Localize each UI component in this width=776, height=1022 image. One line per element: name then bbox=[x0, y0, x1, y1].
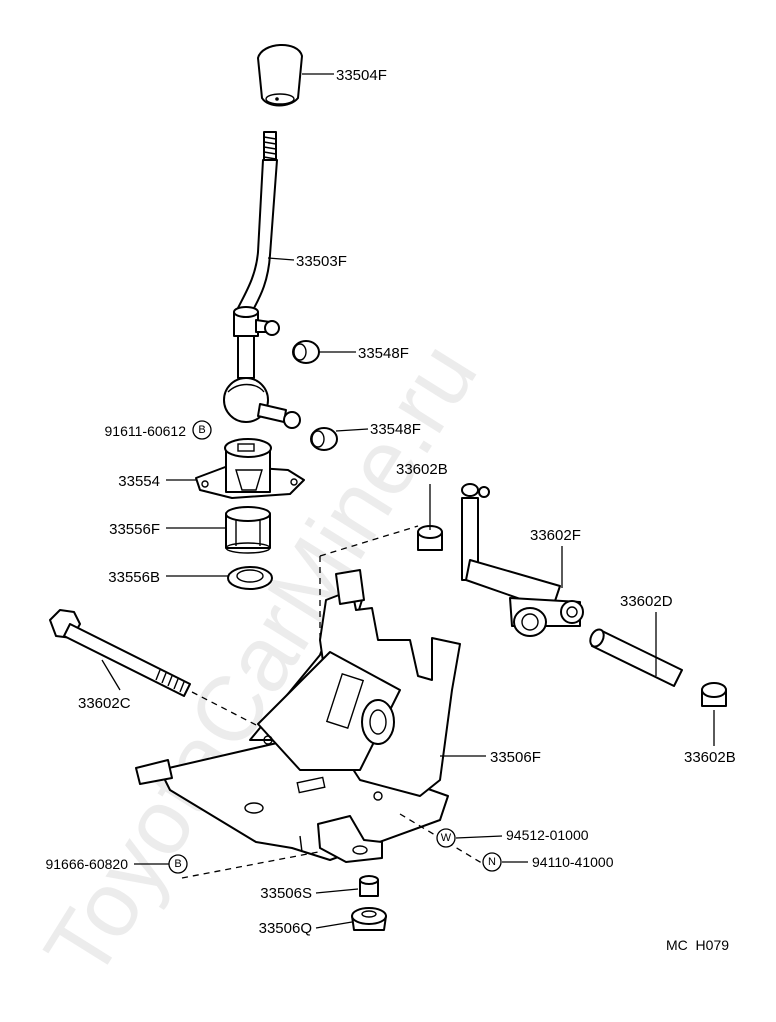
label-33556f: 33556F bbox=[109, 521, 160, 538]
marker-n-letter: N bbox=[488, 856, 496, 868]
long-bolt bbox=[49, 609, 191, 697]
label-33506f: 33506F bbox=[490, 749, 541, 766]
lever-bushing bbox=[225, 506, 271, 554]
seal-ring bbox=[227, 566, 273, 590]
label-33602b-upper: 33602B bbox=[396, 461, 448, 478]
lever-seat bbox=[195, 438, 305, 499]
label-33602c: 33602C bbox=[78, 695, 131, 712]
bushing-lower bbox=[310, 427, 338, 451]
label-91666-60820: 91666-60820 bbox=[45, 856, 128, 872]
label-33504f: 33504F bbox=[336, 67, 387, 84]
marker-b-upper: B bbox=[192, 420, 212, 440]
diagram-code: MC H079 bbox=[666, 937, 729, 953]
label-33506s: 33506S bbox=[260, 885, 312, 902]
marker-b-lower: B bbox=[168, 854, 188, 874]
shaft bbox=[589, 628, 683, 687]
marker-b-lower-letter: B bbox=[174, 858, 181, 870]
shift-lever bbox=[223, 131, 301, 429]
marker-b-upper-letter: B bbox=[198, 424, 205, 436]
label-33556b: 33556B bbox=[108, 569, 160, 586]
bushing-33506s bbox=[359, 875, 379, 897]
label-94512-01000: 94512-01000 bbox=[506, 827, 589, 843]
bushing-upper bbox=[292, 340, 320, 364]
label-94110-41000: 94110-41000 bbox=[532, 854, 614, 870]
label-33602b-lower: 33602B bbox=[684, 749, 736, 766]
cushion-33506q bbox=[351, 907, 387, 931]
marker-w-letter: W bbox=[441, 832, 452, 844]
bushing-33602b-lower bbox=[701, 682, 727, 707]
shift-bracket bbox=[135, 569, 461, 863]
bushing-33602b-upper bbox=[417, 525, 443, 551]
label-33602f: 33602F bbox=[530, 527, 581, 544]
label-33503f: 33503F bbox=[296, 253, 347, 270]
label-33506q: 33506Q bbox=[259, 920, 312, 937]
label-33602d: 33602D bbox=[620, 593, 673, 610]
dash-bolt-to-bracket bbox=[191, 691, 263, 729]
dash-bolt-b-lower bbox=[181, 851, 319, 879]
marker-n: N bbox=[482, 852, 502, 872]
label-33554: 33554 bbox=[118, 473, 160, 490]
shift-knob bbox=[257, 43, 303, 107]
label-33548f-upper: 33548F bbox=[358, 345, 409, 362]
label-91611-60612: 91611-60612 bbox=[105, 423, 187, 439]
label-33548f-lower: 33548F bbox=[370, 421, 421, 438]
marker-w: W bbox=[436, 828, 456, 848]
selector-arm bbox=[461, 483, 584, 637]
